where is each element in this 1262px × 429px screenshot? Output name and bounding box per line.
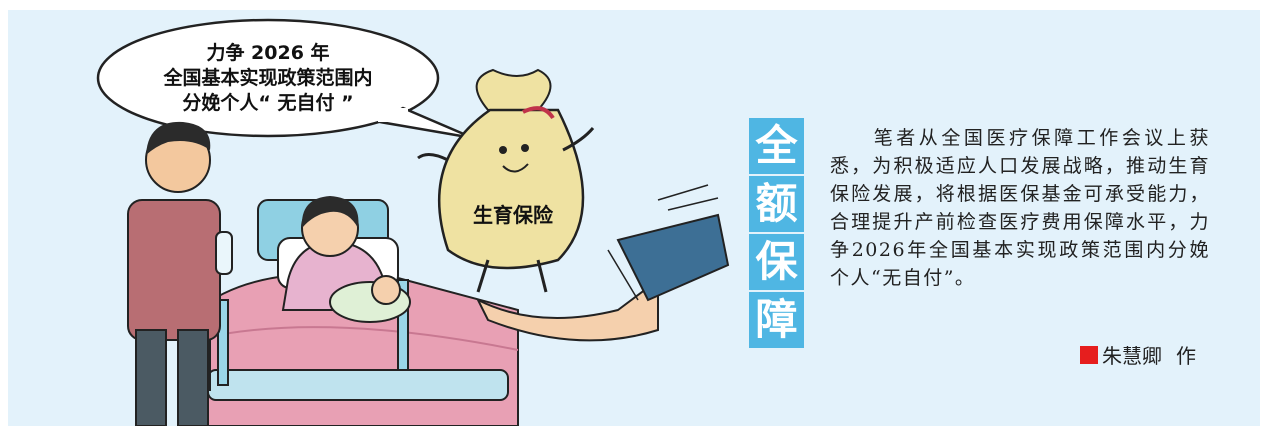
- father-figure: [127, 121, 233, 426]
- bubble-line-1: 力争 2026 年: [206, 41, 329, 64]
- headline-char-3: 保: [749, 234, 804, 290]
- helping-hand: [475, 184, 730, 342]
- mother-and-baby: [281, 196, 411, 323]
- bubble-line-3: 分娩个人“ 无自付 ”: [182, 91, 353, 114]
- bag-label: 生育保险: [473, 203, 554, 227]
- credit-suffix: 作: [1176, 344, 1196, 368]
- headline-char-1: 全: [749, 118, 804, 174]
- headline-char-4: 障: [749, 292, 804, 348]
- article-panel: 力争 2026 年 全国基本实现政策范围内 分娩个人“ 无自付 ”: [8, 10, 1260, 426]
- headline-char-2: 额: [749, 176, 804, 232]
- credit-square-icon: [1080, 345, 1098, 364]
- author-credit: 朱慧卿 作: [1080, 340, 1196, 369]
- speech-bubble: 力争 2026 年 全国基本实现政策范围内 分娩个人“ 无自付 ”: [96, 18, 475, 140]
- credit-author: 朱慧卿: [1102, 344, 1162, 368]
- money-bag-character: 生育保险: [417, 68, 595, 293]
- headline-vertical: 全 额 保 障: [749, 118, 804, 348]
- article-body: 笔者从全国医疗保障工作会议上获悉，为积极适应人口发展战略，推动生育保险发展，将根…: [830, 127, 1210, 289]
- bubble-line-2: 全国基本实现政策范围内: [162, 66, 372, 89]
- cartoon-illustration: 力争 2026 年 全国基本实现政策范围内 分娩个人“ 无自付 ”: [96, 18, 730, 426]
